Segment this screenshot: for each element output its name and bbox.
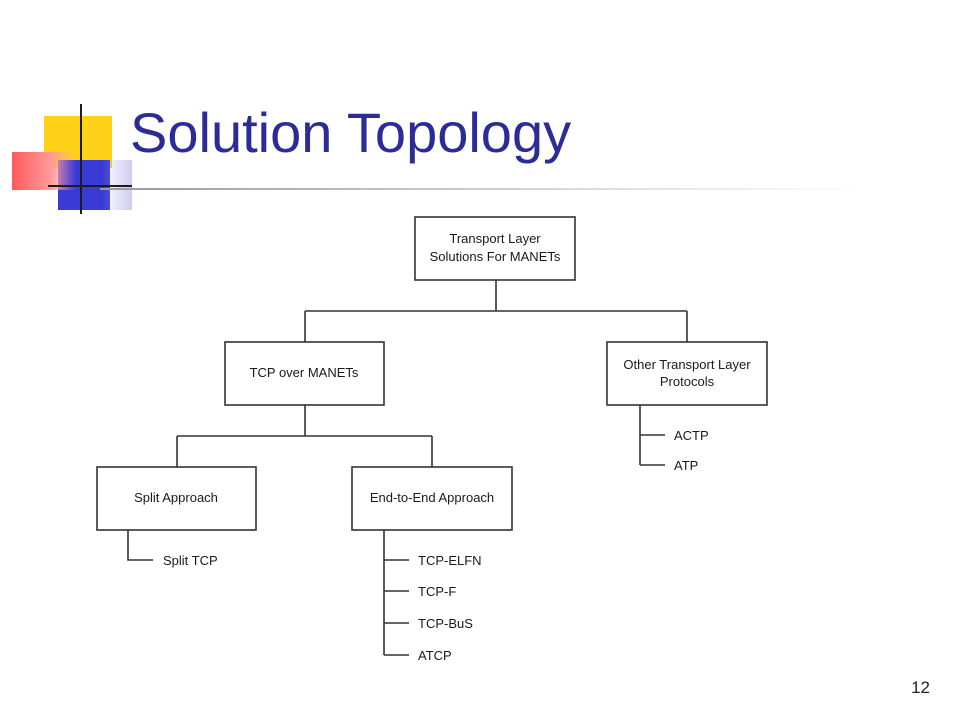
leaf-tcp-elfn: TCP-ELFN	[418, 553, 482, 568]
node-end-to-end: End-to-End Approach	[351, 466, 513, 531]
node-other-protocols-line-2: Protocols	[660, 374, 715, 389]
node-tcp-over-manets-box	[224, 341, 385, 406]
node-root-line-1: Transport Layer	[449, 231, 541, 246]
node-split-approach: Split Approach	[96, 466, 257, 531]
node-end-to-end-label: End-to-End Approach	[370, 490, 494, 505]
node-split-approach-box	[96, 466, 257, 531]
node-tcp-over-manets: TCP over MANETs	[224, 341, 385, 406]
logo-horizontal-line	[48, 185, 132, 187]
title-underline	[100, 188, 870, 190]
node-end-to-end-box	[351, 466, 513, 531]
node-root: Transport Layer Solutions For MANETs	[414, 216, 576, 281]
leaf-tcp-f: TCP-F	[418, 584, 456, 599]
connector-split-leaves	[127, 530, 153, 561]
leaf-atcp: ATCP	[418, 648, 452, 663]
node-split-approach-label: Split Approach	[134, 490, 218, 505]
leaf-split-tcp: Split TCP	[163, 553, 218, 568]
leaf-tcp-bus: TCP-BuS	[418, 616, 473, 631]
leaf-actp: ACTP	[674, 428, 709, 443]
connectors	[127, 280, 688, 656]
page-number: 12	[911, 678, 930, 697]
logo-red-square	[12, 152, 76, 190]
node-root-line-2: Solutions For MANETs	[430, 249, 561, 264]
node-root-box	[414, 216, 576, 281]
node-other-protocols-line-1: Other Transport Layer	[623, 357, 751, 372]
slide-title: Solution Topology	[130, 101, 572, 164]
node-tcp-over-manets-label: TCP over MANETs	[250, 365, 359, 380]
leaf-atp: ATP	[674, 458, 698, 473]
node-other-protocols-box	[606, 341, 768, 406]
logo-vertical-line	[80, 104, 82, 214]
node-other-protocols: Other Transport Layer Protocols	[606, 341, 768, 406]
